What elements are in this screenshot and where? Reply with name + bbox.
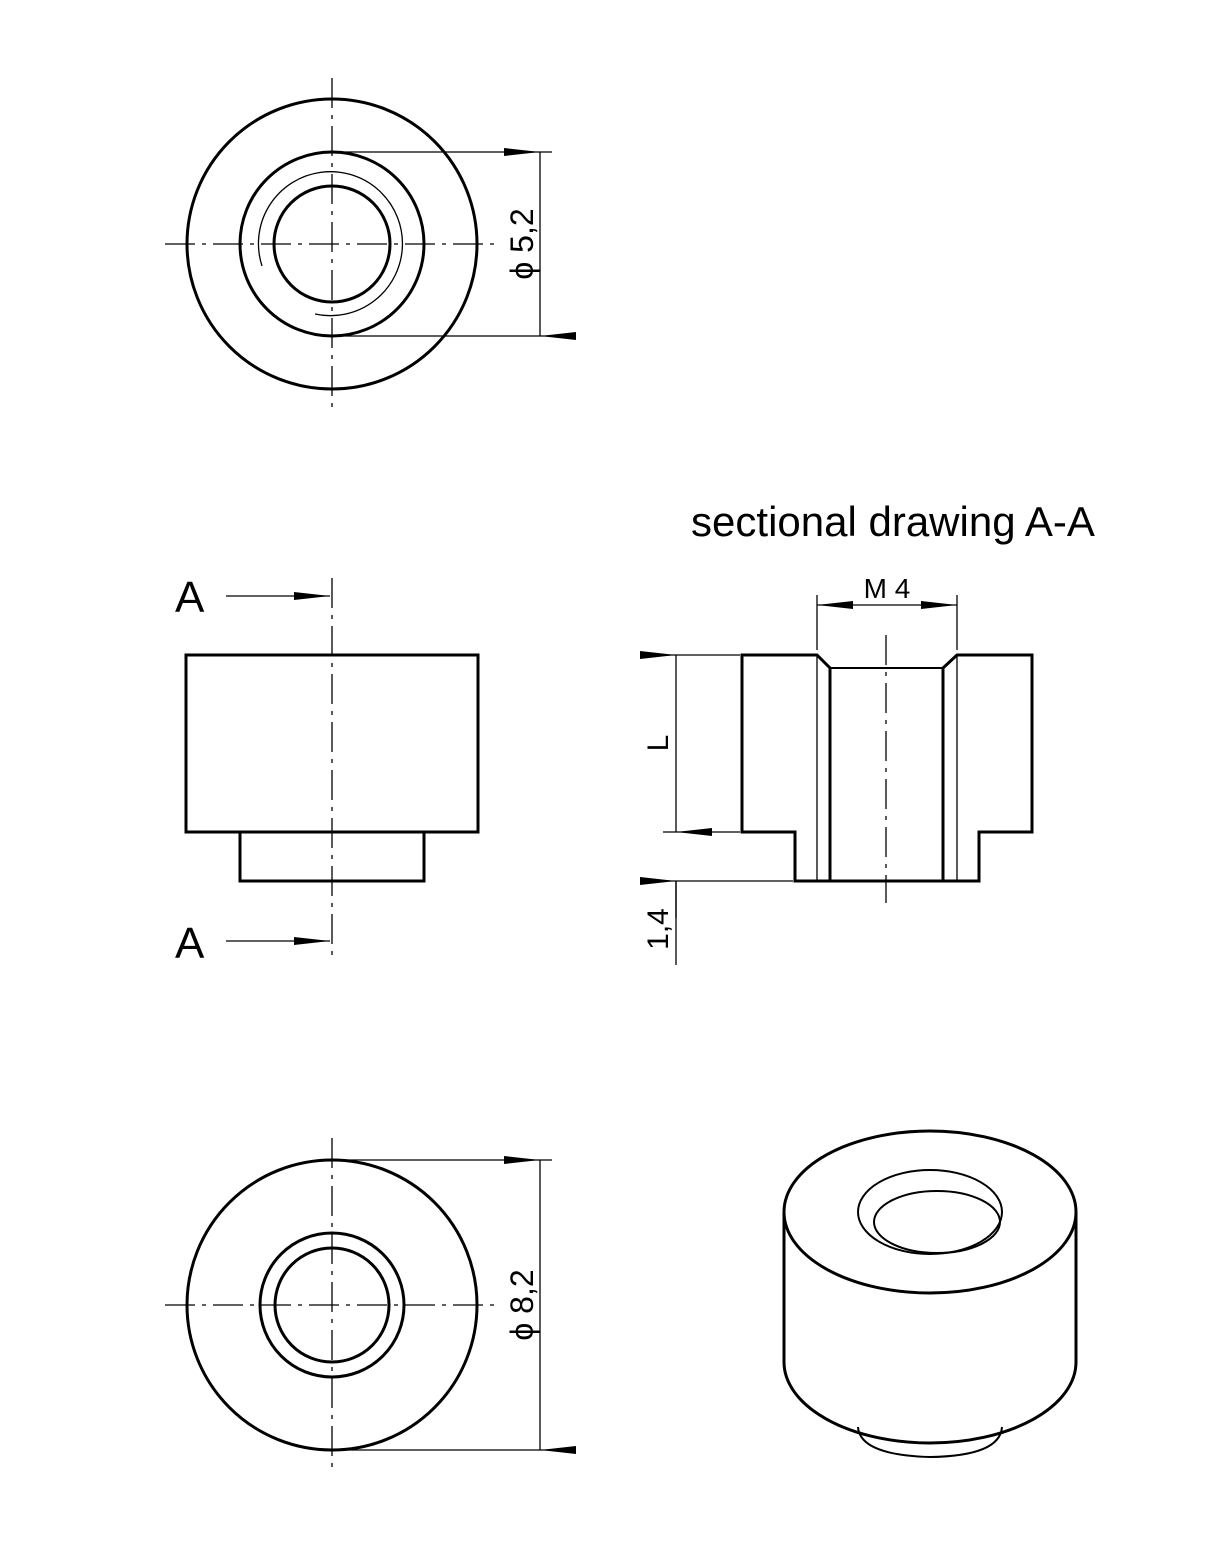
section-left-wall [740,653,832,883]
section-mark-top: A [175,573,205,622]
iso-bottom-edge [782,1361,1078,1445]
iso-top-face [782,1129,1078,1295]
thread-dim-label: M 4 [864,573,911,604]
iso-counterbore [857,1169,1003,1255]
side-view: A A [175,573,480,968]
length-dim-label: L [642,735,675,752]
bottom-view-diameter-label: ϕ 8,2 [504,1269,540,1340]
iso-bore [873,1190,1001,1254]
collar-dim-label: 1,4 [642,908,675,950]
isometric-view [782,1129,1078,1459]
iso-collar [857,1426,1003,1459]
section-view: sectional drawing A-A M 4 L 1,4 [640,498,1095,965]
section-mark-bottom: A [175,919,205,968]
top-view-diameter-label: ϕ 5,2 [504,208,540,279]
top-view-thread-arc [257,171,404,317]
section-title: sectional drawing A-A [691,498,1095,545]
section-right-wall [941,653,1034,883]
bottom-view: ϕ 8,2 [165,1138,576,1470]
top-view: ϕ 5,2 [165,78,576,410]
bottom-view-collar-circle [258,1231,406,1379]
